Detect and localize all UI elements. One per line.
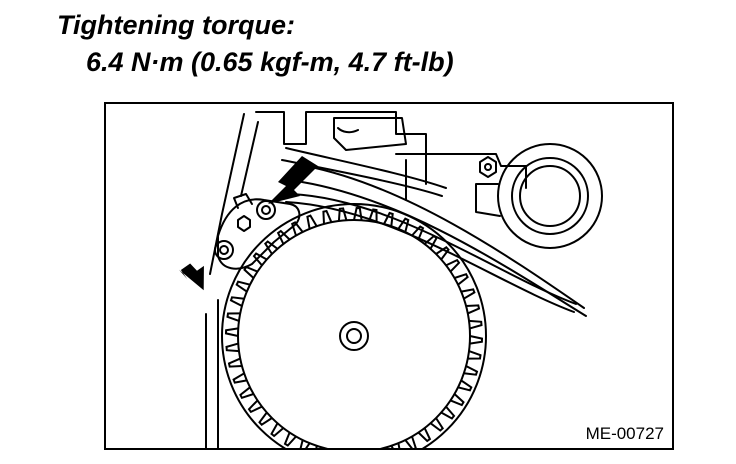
sprocket-tooth	[411, 225, 425, 240]
sprocket-tooth	[243, 265, 258, 279]
sprocket-tooth	[235, 280, 251, 293]
sprocket-tooth	[429, 417, 445, 432]
hose-line	[285, 147, 447, 189]
torque-value: 6.4 N·m (0.65 kgf-m, 4.7 ft-lb)	[86, 47, 454, 77]
sprocket-tooth	[440, 405, 456, 420]
sprocket-tooth	[229, 296, 245, 307]
sprocket-tooth	[290, 221, 304, 236]
sprocket-tooth	[224, 327, 239, 337]
sprocket-tooth	[322, 209, 333, 225]
case-edge-line	[240, 121, 259, 197]
sprocket-tooth	[263, 240, 279, 255]
figure-id: ME-00727	[583, 424, 666, 444]
sprocket-tooth	[299, 439, 311, 448]
sprocket-tooth	[423, 234, 438, 250]
case-edge-line	[209, 113, 245, 275]
sprocket-tooth	[454, 272, 469, 286]
sprocket-tooth	[227, 357, 243, 368]
sprocket-bolt	[346, 328, 362, 344]
sprocket-tooth	[445, 258, 461, 273]
tensioner-bolt-upper	[256, 200, 276, 220]
tensioner-arm	[233, 193, 253, 209]
sprocket-tooth	[465, 304, 481, 315]
timing-belt-strand	[291, 193, 577, 305]
cam-sprocket	[221, 203, 487, 448]
sprocket-tooth	[435, 245, 450, 261]
sprocket-tooth	[247, 399, 263, 414]
sprocket-tooth	[468, 319, 483, 330]
sprocket-tooth	[225, 342, 240, 353]
sprocket-teeth	[224, 206, 484, 448]
idler-flange	[475, 183, 501, 217]
sprocket-hub	[339, 321, 369, 351]
sprocket-tooth	[306, 214, 318, 229]
tensioner-nut	[237, 215, 251, 232]
sprocket-tooth	[353, 206, 363, 221]
sprocket-tooth	[368, 208, 378, 223]
sprocket-tooth	[337, 207, 348, 222]
sensor-lead	[337, 127, 359, 134]
sprocket-tooth	[276, 229, 291, 245]
sprocket-tooth	[457, 379, 473, 392]
indicator-arrow-lower	[178, 263, 204, 291]
sprocket-tooth	[463, 365, 479, 376]
tensioner-bolt-lower	[214, 240, 234, 260]
sprocket-tooth	[258, 411, 273, 427]
bracket-bolt	[479, 156, 497, 178]
sprocket-tooth	[252, 252, 268, 267]
sprocket-tooth	[270, 422, 285, 438]
bracket	[395, 153, 527, 189]
sprocket-tooth	[239, 386, 254, 400]
engine-housing	[255, 111, 427, 185]
sprocket-tooth	[397, 217, 410, 233]
sprocket-tooth	[417, 427, 432, 443]
sprocket-tooth	[467, 350, 482, 360]
idler-pulley-inner	[511, 157, 589, 235]
diagram-frame: ME-00727	[104, 102, 674, 450]
belt-cover-line	[305, 165, 585, 309]
sprocket-tooth	[283, 432, 297, 447]
idler-pulley	[497, 143, 603, 249]
sprocket-tooth	[232, 372, 247, 384]
sprocket-tooth	[383, 211, 394, 227]
torque-heading: Tightening torque:	[57, 10, 295, 40]
sensor-block	[333, 117, 407, 151]
sprocket-tooth	[404, 436, 417, 448]
sprocket-tooth	[469, 335, 484, 345]
sprocket-tooth	[450, 393, 465, 407]
idler-pulley-hub	[519, 165, 581, 227]
sprocket-tooth	[461, 288, 476, 300]
indicator-arrow-upper	[268, 156, 318, 204]
sprocket-tooth	[226, 312, 241, 322]
cam-sprocket-inner	[237, 219, 471, 448]
engine-illustration	[178, 111, 603, 448]
tensioner-body	[217, 198, 301, 270]
